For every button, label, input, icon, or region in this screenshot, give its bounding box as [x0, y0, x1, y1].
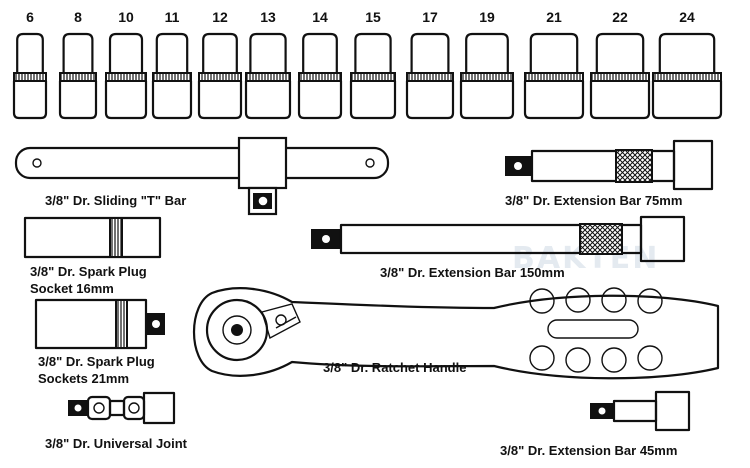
socket-22mm — [589, 32, 651, 120]
ext-45-label: 3/8" Dr. Extension Bar 45mm — [500, 443, 677, 458]
socket-13-upper — [249, 32, 287, 75]
extension-bar-75mm — [505, 139, 714, 191]
socket-15-knurl-band — [350, 72, 396, 82]
socket-6-lower — [12, 79, 48, 120]
socket-19mm — [459, 32, 515, 120]
socket-row — [12, 32, 723, 120]
socket-11-lower — [151, 79, 193, 120]
ratchet-label: 3/8" Dr. Ratchet Handle — [323, 360, 466, 375]
socket-14-upper — [302, 32, 338, 75]
socket-size-label-22: 22 — [612, 9, 628, 25]
socket-22-upper — [595, 32, 645, 75]
socket-22-knurl-band — [590, 72, 650, 82]
socket-14mm — [297, 32, 343, 120]
socket-21-knurl-band — [524, 72, 584, 82]
socket-12mm — [197, 32, 243, 120]
socket-24-upper — [658, 32, 716, 75]
socket-17mm — [405, 32, 455, 120]
universal-label: 3/8" Dr. Universal Joint — [45, 436, 188, 451]
socket-22-lower — [589, 79, 651, 120]
socket-size-label-8: 8 — [74, 9, 82, 25]
universal-joint — [68, 391, 176, 425]
socket-12-upper — [202, 32, 238, 75]
socket-size-label-14: 14 — [312, 9, 328, 25]
socket-15mm — [349, 32, 397, 120]
socket-19-upper — [465, 32, 509, 75]
socket-21-upper — [529, 32, 579, 75]
socket-13mm — [244, 32, 292, 120]
ratchet-handle — [193, 287, 720, 380]
socket-size-label-10: 10 — [118, 9, 134, 25]
socket-24-lower — [651, 79, 723, 120]
spark-21-label-line1: 3/8" Dr. Spark Plug — [38, 354, 155, 369]
socket-size-label-15: 15 — [365, 9, 381, 25]
socket-15-upper — [354, 32, 392, 75]
socket-24-knurl-band — [652, 72, 722, 82]
socket-size-label-6: 6 — [26, 9, 34, 25]
socket-24mm — [651, 32, 723, 120]
spark-16-label-line1: 3/8" Dr. Spark Plug — [30, 264, 147, 279]
socket-11-upper — [155, 32, 189, 75]
socket-10-lower — [104, 79, 148, 120]
socket-6mm — [12, 32, 48, 120]
socket-size-label-21: 21 — [546, 9, 562, 25]
socket-8-lower — [58, 79, 98, 120]
extension-bar-45mm — [590, 390, 691, 432]
socket-6-upper — [16, 32, 44, 75]
ext-75-label: 3/8" Dr. Extension Bar 75mm — [505, 193, 682, 208]
socket-11mm — [151, 32, 193, 120]
socket-size-label-11: 11 — [165, 9, 180, 25]
socket-14-lower — [297, 79, 343, 120]
socket-6-knurl-band — [13, 72, 47, 82]
socket-17-upper — [410, 32, 450, 75]
socket-21mm — [523, 32, 585, 120]
socket-size-labels: 6 8 10 11 12 13 14 15 17 19 21 22 24 — [26, 9, 695, 25]
socket-10-upper — [108, 32, 144, 75]
socket-12-knurl-band — [198, 72, 242, 82]
socket-15-lower — [349, 79, 397, 120]
socket-17-knurl-band — [406, 72, 454, 82]
spark-plug-socket-21mm — [34, 298, 165, 350]
socket-size-label-19: 19 — [479, 9, 495, 25]
socket-19-knurl-band — [460, 72, 514, 82]
socket-size-label-13: 13 — [260, 9, 276, 25]
ext-150-label: 3/8" Dr. Extension Bar 150mm — [380, 265, 565, 280]
spark-16-label-line2: Socket 16mm — [30, 281, 114, 296]
socket-10mm — [104, 32, 148, 120]
socket-21-lower — [523, 79, 585, 120]
socket-8-upper — [62, 32, 94, 75]
socket-size-label-12: 12 — [212, 9, 228, 25]
sliding-t-bar — [14, 136, 390, 216]
socket-14-knurl-band — [298, 72, 342, 82]
socket-19-lower — [459, 79, 515, 120]
socket-12-lower — [197, 79, 243, 120]
socket-10-knurl-band — [105, 72, 147, 82]
socket-8mm — [58, 32, 98, 120]
t-bar-label: 3/8" Dr. Sliding "T" Bar — [45, 193, 186, 208]
socket-13-knurl-band — [245, 72, 291, 82]
extension-bar-150mm — [311, 215, 686, 263]
socket-11-knurl-band — [152, 72, 192, 82]
socket-size-label-17: 17 — [422, 9, 438, 25]
spark-21-label-line2: Sockets 21mm — [38, 371, 129, 386]
socket-17-lower — [405, 79, 455, 120]
socket-size-label-24: 24 — [679, 9, 695, 25]
spark-plug-socket-16mm — [23, 216, 162, 259]
socket-13-lower — [244, 79, 292, 120]
socket-8-knurl-band — [59, 72, 97, 82]
